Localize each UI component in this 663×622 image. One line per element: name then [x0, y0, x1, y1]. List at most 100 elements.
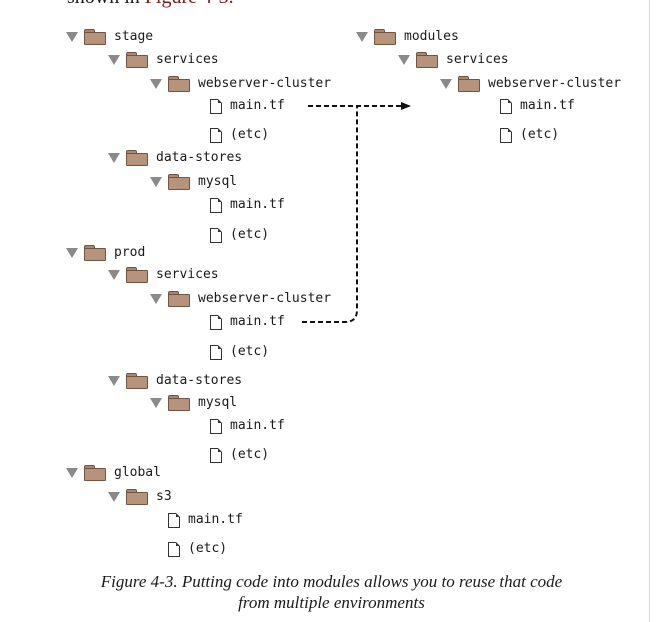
- expand-triangle-icon[interactable]: [108, 492, 120, 502]
- folder-label: prod: [114, 245, 146, 260]
- folder-icon: [84, 465, 106, 481]
- expand-triangle-icon[interactable]: [440, 79, 452, 89]
- expand-triangle-icon[interactable]: [66, 248, 78, 258]
- file-label: (etc): [230, 447, 270, 462]
- file-icon: [210, 127, 222, 143]
- folder-row[interactable]: services: [398, 49, 509, 71]
- intro-prefix: shown in: [67, 0, 145, 8]
- caption-line-2: from multiple environments: [238, 593, 425, 612]
- file-label: (etc): [230, 127, 270, 142]
- file-icon: [210, 314, 222, 330]
- file-icon: [500, 98, 512, 114]
- folder-icon: [168, 291, 190, 307]
- file-row[interactable]: main.tf: [210, 415, 285, 437]
- folder-label: modules: [404, 29, 459, 44]
- folder-row[interactable]: webserver-cluster: [440, 73, 621, 95]
- folder-row[interactable]: services: [108, 49, 219, 71]
- file-row[interactable]: main.tf: [210, 194, 285, 216]
- file-label: main.tf: [188, 512, 243, 527]
- folder-row[interactable]: stage: [66, 26, 153, 48]
- folder-icon: [126, 52, 148, 68]
- prod-to-module-arrow: [302, 106, 358, 323]
- folder-label: global: [114, 465, 161, 480]
- folder-row[interactable]: mysql: [150, 392, 237, 414]
- expand-triangle-icon[interactable]: [150, 294, 162, 304]
- folder-row[interactable]: global: [66, 462, 161, 484]
- folder-label: webserver-cluster: [198, 76, 332, 91]
- file-icon: [168, 512, 180, 528]
- expand-triangle-icon[interactable]: [108, 153, 120, 163]
- folder-label: services: [156, 52, 219, 67]
- file-icon: [210, 418, 222, 434]
- file-row[interactable]: main.tf: [168, 509, 243, 531]
- folder-icon: [126, 150, 148, 166]
- figure-link[interactable]: Figure 4-3.: [145, 0, 234, 8]
- file-label: (etc): [230, 227, 270, 242]
- folder-row[interactable]: webserver-cluster: [150, 288, 331, 310]
- expand-triangle-icon[interactable]: [108, 55, 120, 65]
- file-label: main.tf: [230, 98, 285, 113]
- file-label: (etc): [230, 344, 270, 359]
- folder-icon: [126, 373, 148, 389]
- expand-triangle-icon[interactable]: [108, 376, 120, 386]
- file-label: main.tf: [520, 98, 575, 113]
- expand-triangle-icon[interactable]: [150, 79, 162, 89]
- file-icon: [210, 197, 222, 213]
- folder-icon: [168, 76, 190, 92]
- folder-icon: [84, 245, 106, 261]
- file-icon: [210, 344, 222, 360]
- file-row[interactable]: (etc): [210, 341, 269, 363]
- folder-label: data-stores: [156, 150, 243, 165]
- file-row[interactable]: (etc): [210, 444, 269, 466]
- folder-icon: [84, 29, 106, 45]
- expand-triangle-icon[interactable]: [150, 177, 162, 187]
- folder-row[interactable]: mysql: [150, 171, 237, 193]
- file-icon: [210, 98, 222, 114]
- expand-triangle-icon[interactable]: [398, 55, 410, 65]
- file-label: main.tf: [230, 314, 285, 329]
- folder-icon: [168, 174, 190, 190]
- folder-label: services: [446, 52, 509, 67]
- expand-triangle-icon[interactable]: [66, 468, 78, 478]
- file-row[interactable]: (etc): [210, 224, 269, 246]
- folder-row[interactable]: prod: [66, 242, 145, 264]
- folder-icon: [416, 52, 438, 68]
- folder-row[interactable]: data-stores: [108, 370, 242, 392]
- expand-triangle-icon[interactable]: [66, 32, 78, 42]
- folder-label: services: [156, 267, 219, 282]
- file-icon: [210, 227, 222, 243]
- file-label: main.tf: [230, 197, 285, 212]
- folder-icon: [126, 489, 148, 505]
- file-icon: [500, 127, 512, 143]
- file-row[interactable]: (etc): [500, 124, 559, 146]
- folder-label: data-stores: [156, 373, 243, 388]
- folder-label: webserver-cluster: [488, 76, 622, 91]
- expand-triangle-icon[interactable]: [108, 270, 120, 280]
- file-row[interactable]: main.tf: [210, 95, 285, 117]
- folder-label: webserver-cluster: [198, 291, 332, 306]
- folder-icon: [458, 76, 480, 92]
- file-row[interactable]: main.tf: [210, 311, 285, 333]
- file-row[interactable]: (etc): [168, 538, 227, 560]
- folder-row[interactable]: s3: [108, 486, 172, 508]
- file-icon: [168, 541, 180, 557]
- folder-row[interactable]: data-stores: [108, 147, 242, 169]
- file-row[interactable]: main.tf: [500, 95, 575, 117]
- folder-icon: [168, 395, 190, 411]
- folder-label: stage: [114, 29, 154, 44]
- file-label: (etc): [188, 541, 228, 556]
- folder-row[interactable]: services: [108, 264, 219, 286]
- figure-caption: Figure 4-3. Putting code into modules al…: [0, 571, 663, 613]
- file-icon: [210, 447, 222, 463]
- file-label: (etc): [520, 127, 560, 142]
- expand-triangle-icon[interactable]: [356, 32, 368, 42]
- page-edge: [649, 0, 650, 622]
- folder-row[interactable]: webserver-cluster: [150, 73, 331, 95]
- file-label: main.tf: [230, 418, 285, 433]
- caption-line-1: Figure 4-3. Putting code into modules al…: [100, 572, 563, 591]
- folder-row[interactable]: modules: [356, 26, 459, 48]
- folder-label: s3: [156, 489, 172, 504]
- file-row[interactable]: (etc): [210, 124, 269, 146]
- expand-triangle-icon[interactable]: [150, 398, 162, 408]
- folder-icon: [126, 267, 148, 283]
